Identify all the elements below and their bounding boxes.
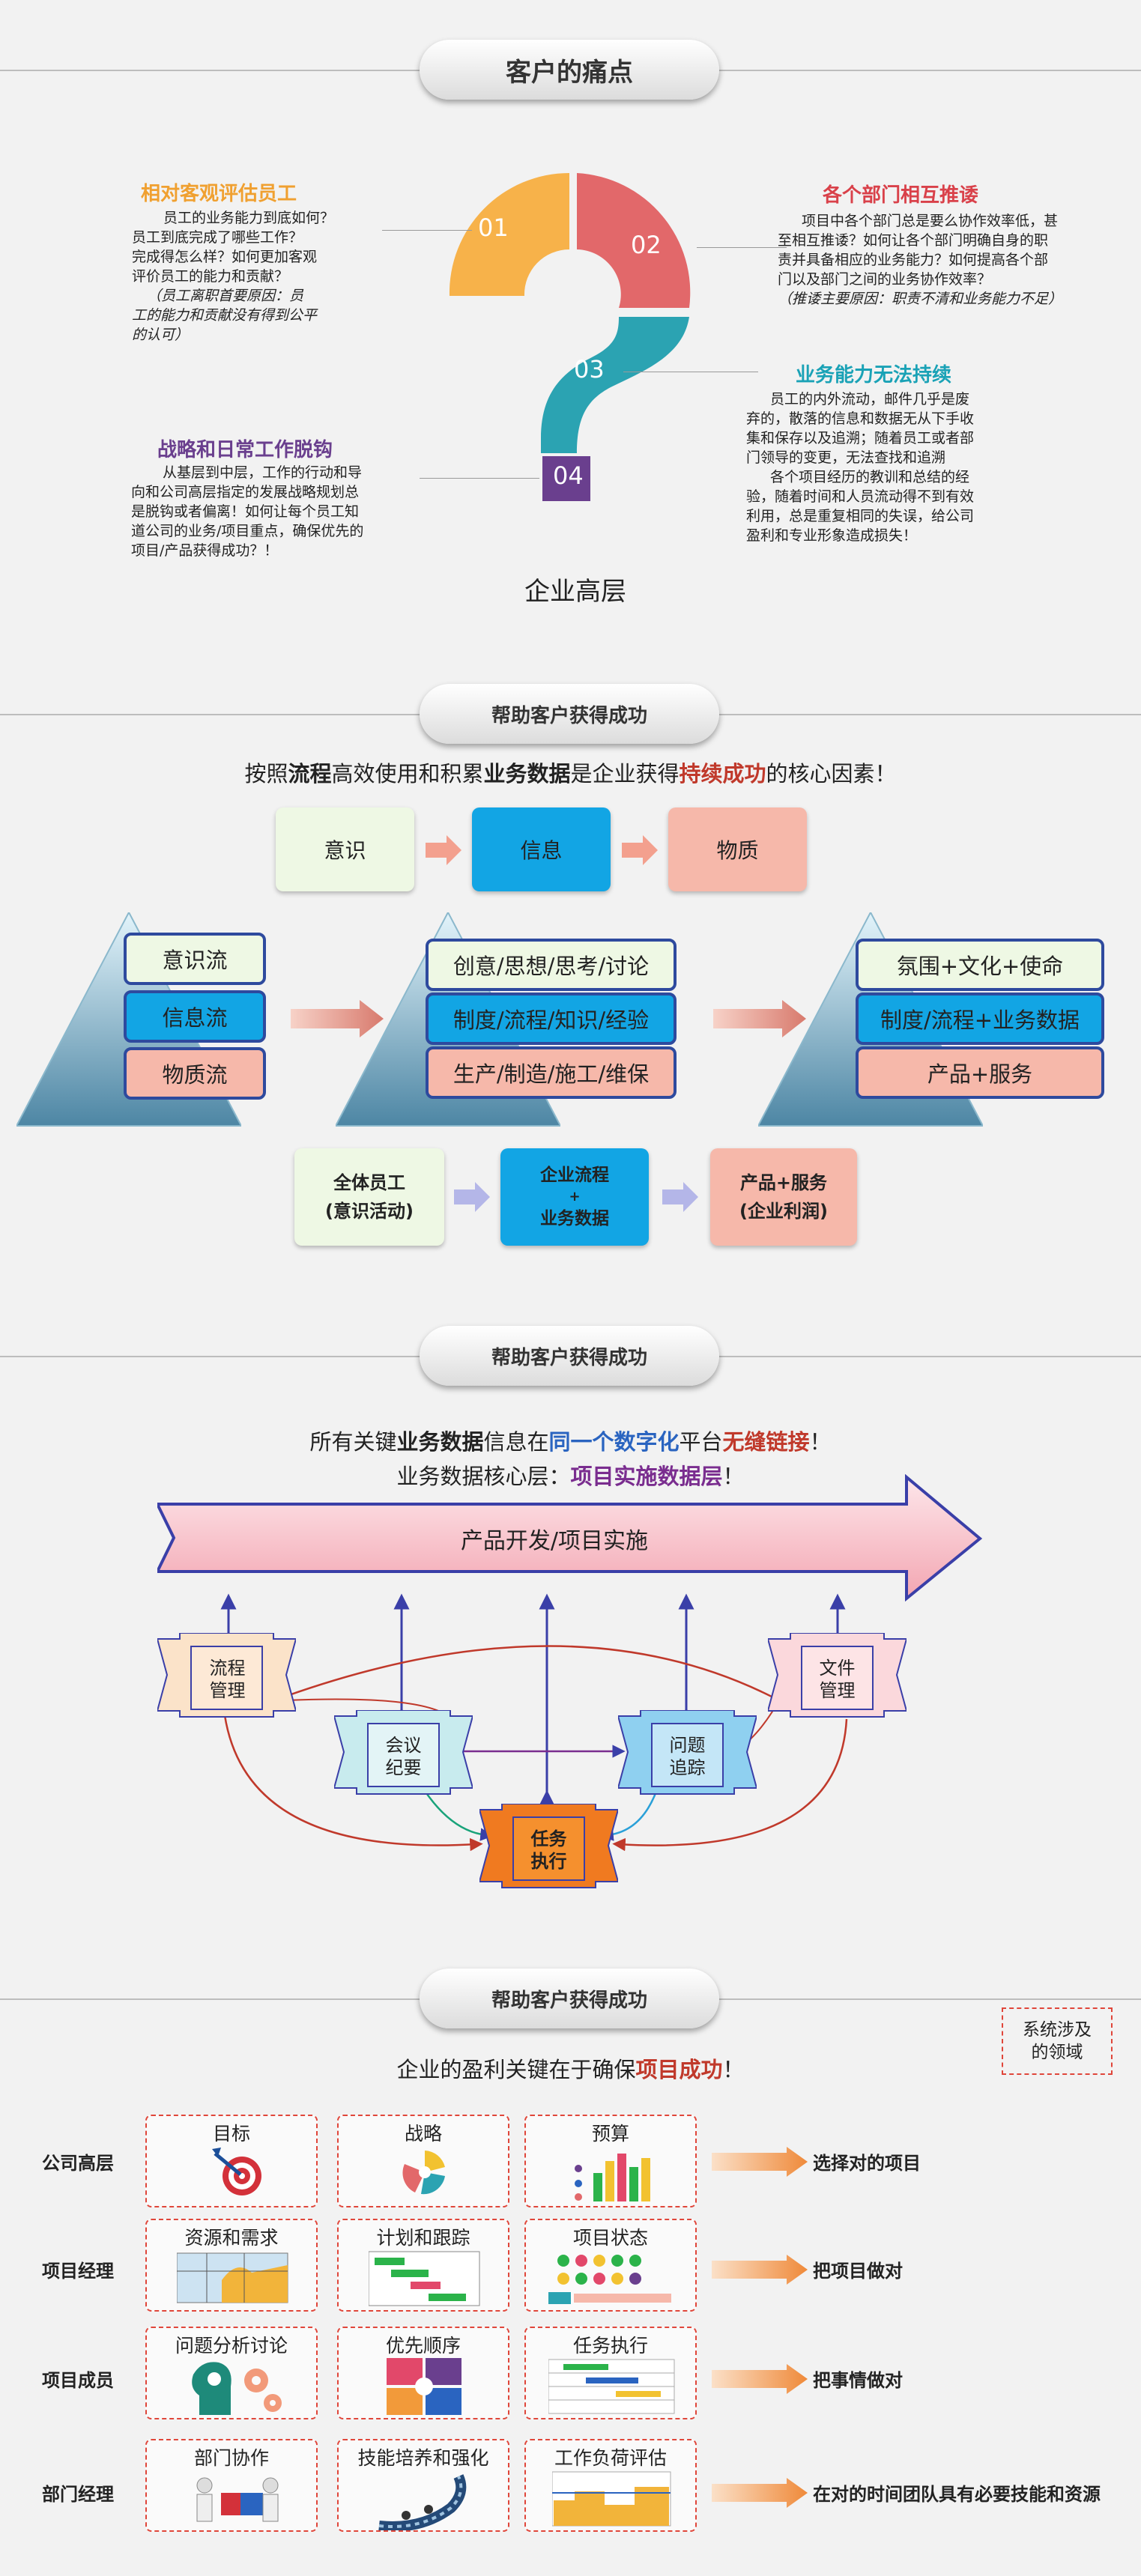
section3-title: 帮助客户获得成功 — [420, 1326, 719, 1386]
cell-planning: 计划和跟踪 — [337, 2219, 509, 2312]
row-result-3: 把事情做对 — [813, 2370, 903, 2391]
strategy-icon — [402, 2151, 445, 2195]
result-arrow-icon — [712, 2255, 808, 2285]
left-tier-2: 信息流 — [124, 990, 266, 1043]
cell-priority: 优先顺序 — [337, 2327, 509, 2419]
status-dots-icon — [548, 2255, 671, 2304]
workload-chart-icon — [552, 2471, 671, 2527]
section2-subtitle: 按照流程高效使用和积累业务数据是企业获得持续成功的核心因素！ — [244, 761, 897, 787]
mid-tier-3: 生产/制造/施工/维保 — [426, 1046, 677, 1099]
bottom-label: 企业高层 — [524, 577, 626, 607]
cell-issue-analysis: 问题分析讨论 — [145, 2327, 318, 2419]
node-issue: 问题追踪 — [669, 1735, 706, 1778]
puzzle-people-icon — [196, 2477, 279, 2522]
point-04-body: 从基层到中层，工作的行动和导 向和公司高层指定的发展战略规划总 是脱钩或者偏离！… — [131, 464, 364, 559]
segment-03 — [541, 317, 689, 453]
section4-subtitle: 企业的盈利关键在于确保项目成功！ — [396, 2057, 745, 2082]
node-task: 任务执行 — [530, 1828, 567, 1872]
node-file: 文件管理 — [819, 1658, 856, 1701]
right-tier-1: 氛围+文化+使命 — [856, 939, 1104, 991]
right-tier-2: 制度/流程+业务数据 — [856, 992, 1104, 1045]
result-arrow-icon — [712, 2364, 808, 2394]
question-mark-graphic — [449, 172, 691, 501]
row-label-project-manager: 项目经理 — [42, 2261, 114, 2282]
arrow-icon — [454, 1182, 490, 1212]
node-file-bg — [768, 1633, 907, 1718]
domain-tag: 系统涉及的领域 — [1002, 2007, 1113, 2075]
node-process-bg — [157, 1633, 296, 1718]
row-label-executives: 公司高层 — [42, 2153, 114, 2174]
section3-line1: 所有关键业务数据信息在同一个数字化平台无缝链接！ — [309, 1429, 832, 1455]
box-all-staff: 全体员工(意识活动) — [294, 1148, 444, 1246]
result-arrow-icon — [712, 2478, 808, 2508]
segment-01-number: 01 — [478, 213, 509, 242]
resource-chart-icon — [177, 2252, 288, 2303]
node-meeting-bg — [334, 1710, 473, 1795]
mid-tier-1: 创意/思想/思考/讨论 — [426, 939, 677, 991]
priority-matrix-icon — [387, 2358, 461, 2415]
segment-02-number: 02 — [631, 231, 662, 259]
arrow-icon — [622, 835, 658, 865]
point-03-body: 员工的内外流动，邮件几乎是废 弃的，散落的信息和数据无从下手收 集和保存以及追溯… — [746, 391, 975, 544]
cell-strategy: 战略 — [337, 2115, 509, 2207]
segment-03-number: 03 — [574, 355, 605, 384]
task-table-icon — [548, 2359, 675, 2414]
flow-arrow-icon — [291, 1000, 384, 1037]
mid-tier-2: 制度/流程/知识/经验 — [426, 992, 677, 1045]
cell-goal: 目标 — [145, 2115, 318, 2207]
segment-02 — [577, 173, 691, 308]
row-result-2: 把项目做对 — [813, 2261, 903, 2282]
section4-title: 帮助客户获得成功 — [420, 1969, 719, 2028]
banner-arrow — [157, 1474, 983, 1601]
arrow-icon — [426, 835, 461, 865]
cell-task-execution: 任务执行 — [524, 2327, 697, 2419]
stairs-icon — [378, 2474, 467, 2530]
cell-department-collab: 部门协作 — [145, 2439, 318, 2532]
section1-title: 客户的痛点 — [420, 40, 719, 100]
row-result-4: 在对的时间团队具有必要技能和资源 — [813, 2484, 1101, 2505]
box-awareness: 意识 — [276, 807, 414, 891]
section2-title: 帮助客户获得成功 — [420, 684, 719, 744]
row-result-1: 选择对的项目 — [813, 2153, 921, 2174]
cell-status: 项目状态 — [524, 2219, 697, 2312]
point-01-body: 员工的业务能力到底如何？ 员工到底完成了哪些工作？ 完成得怎么样？如何更加客观 … — [132, 210, 335, 343]
cell-skills: 技能培养和强化 — [337, 2439, 509, 2532]
left-tier-1: 意识流 — [124, 933, 266, 985]
banner-label: 产品开发/项目实施 — [460, 1528, 649, 1554]
box-enterprise-process: 企业流程+业务数据 — [500, 1148, 649, 1246]
segment-01 — [449, 172, 569, 296]
gantt-icon — [369, 2251, 480, 2306]
result-arrow-icon — [712, 2147, 808, 2177]
section3-line2: 业务数据核心层：项目实施数据层！ — [396, 1464, 745, 1489]
node-issue-bg — [618, 1710, 757, 1795]
segment-04 — [542, 456, 590, 501]
point-01-title: 相对客观评估员工 — [141, 183, 297, 205]
gear-head-icon — [192, 2362, 282, 2415]
point-02-body: 项目中各个部门总是要么协作效率低，甚 至相互推诿？如何让各个部门明确自身的职 责… — [778, 213, 1063, 307]
left-tier-3: 物质流 — [124, 1047, 266, 1100]
point-02-title: 各个部门相互推诿 — [823, 184, 979, 207]
cell-workload: 工作负荷评估 — [524, 2439, 697, 2532]
box-information: 信息 — [472, 807, 611, 891]
target-icon — [212, 2148, 261, 2195]
right-tier-3: 产品+服务 — [856, 1046, 1104, 1099]
cell-budget: 预算 — [524, 2115, 697, 2207]
node-process: 流程管理 — [209, 1658, 246, 1701]
flow-arrow-icon — [713, 1000, 806, 1037]
arrow-icon — [662, 1182, 698, 1212]
box-material: 物质 — [668, 807, 807, 891]
cell-resources: 资源和需求 — [145, 2219, 318, 2312]
budget-chart-icon — [575, 2154, 650, 2201]
row-label-department-manager: 部门经理 — [42, 2484, 114, 2505]
point-04-title: 战略和日常工作脱钩 — [157, 439, 333, 461]
node-task-bg — [479, 1804, 618, 1888]
row-label-project-member: 项目成员 — [42, 2370, 114, 2391]
node-meeting: 会议纪要 — [385, 1735, 422, 1778]
box-products-services: 产品+服务(企业利润) — [710, 1148, 857, 1246]
segment-04-number: 04 — [553, 461, 584, 490]
point-03-title: 业务能力无法持续 — [796, 364, 952, 387]
